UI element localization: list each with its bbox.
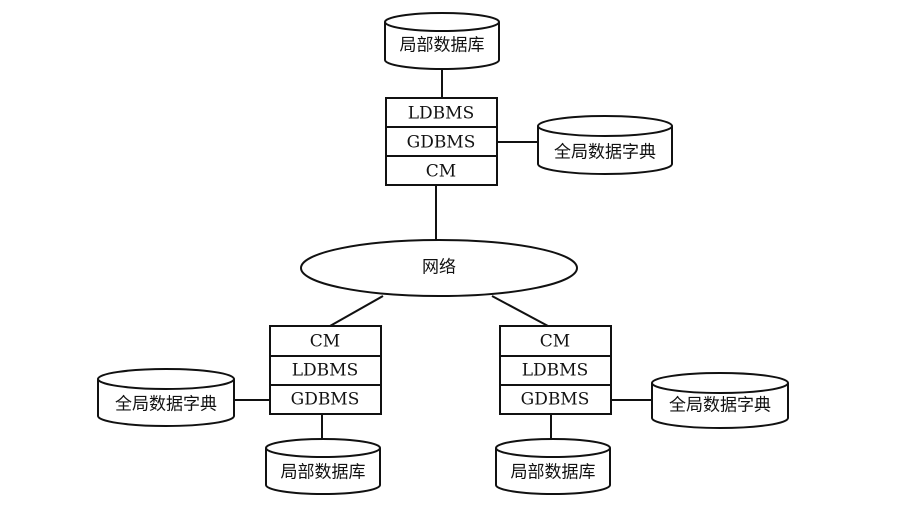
left-stack-row-1: CM	[310, 332, 340, 352]
right-stack-row-2: LDBMS	[522, 361, 588, 381]
top-local-database: 局部数据库	[384, 12, 500, 70]
network-label: 网络	[422, 258, 456, 278]
left-global-dictionary-label: 全局数据字典	[115, 395, 217, 415]
top-global-dictionary: 全局数据字典	[537, 115, 673, 175]
right-global-dictionary: 全局数据字典	[651, 372, 789, 429]
top-stack-row-1: LDBMS	[408, 104, 474, 124]
right-local-database: 局部数据库	[495, 438, 611, 495]
right-dbms-stack: CM LDBMS GDBMS	[499, 325, 612, 415]
left-stack-row-3: GDBMS	[291, 390, 360, 410]
top-stack-box	[385, 97, 498, 186]
right-stack-box	[499, 325, 612, 415]
left-local-database-label: 局部数据库	[281, 463, 366, 483]
left-global-dictionary: 全局数据字典	[97, 368, 235, 427]
connectors	[234, 70, 652, 441]
right-stack-row-1: CM	[540, 332, 570, 352]
network: 网络	[300, 239, 578, 297]
top-global-dictionary-label: 全局数据字典	[554, 143, 656, 163]
top-stack-row-2: GDBMS	[407, 133, 476, 153]
top-local-database-label: 局部数据库	[400, 36, 485, 56]
right-local-database-label: 局部数据库	[511, 463, 596, 483]
network-to-left-line	[329, 295, 384, 327]
left-local-database: 局部数据库	[265, 438, 381, 495]
left-stack-box	[269, 325, 382, 415]
top-dbms-stack: LDBMS GDBMS CM	[385, 97, 498, 186]
left-dbms-stack: CM LDBMS GDBMS	[269, 325, 382, 415]
network-to-right-line	[491, 295, 549, 327]
right-global-dictionary-label: 全局数据字典	[669, 396, 771, 416]
left-stack-row-2: LDBMS	[292, 361, 358, 381]
network-ellipse	[300, 239, 578, 297]
top-stack-row-3: CM	[426, 162, 456, 182]
right-stack-row-3: GDBMS	[521, 390, 590, 410]
